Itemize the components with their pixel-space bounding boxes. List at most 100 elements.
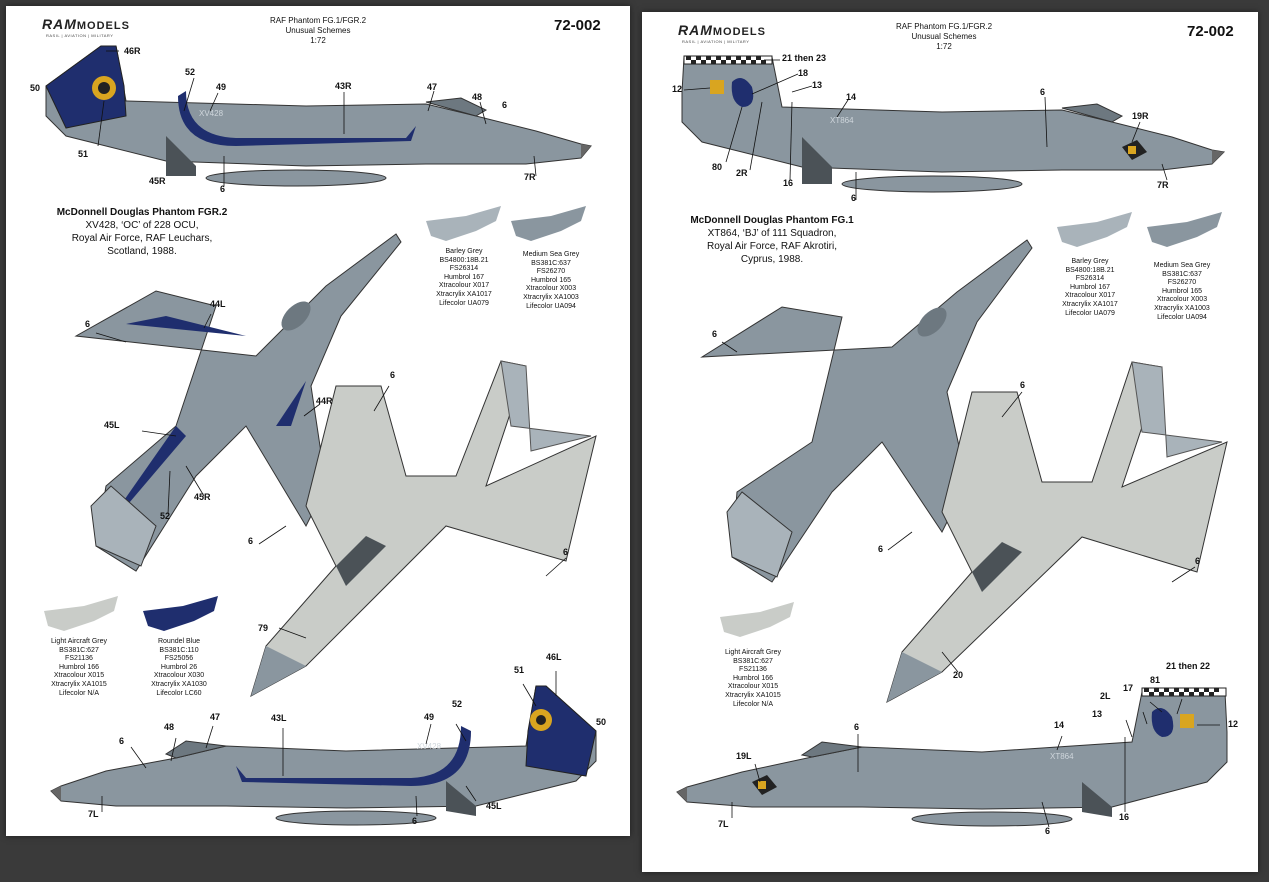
callout-lines-left — [95, 50, 567, 817]
swatch-light-aircraft-grey-silhouette — [720, 602, 794, 637]
caption-title: McDonnell Douglas Phantom FG.1 — [690, 215, 854, 226]
header-scale: 1:72 — [936, 42, 952, 51]
callout: 43R — [335, 81, 352, 91]
serial-xv428-upper: XV428 — [199, 109, 224, 118]
callout: 7L — [88, 809, 99, 819]
callout: 6 — [878, 544, 884, 554]
header-scale: 1:72 — [310, 36, 326, 45]
callout: 47 — [427, 82, 438, 92]
callout: 21 then 22 — [1166, 661, 1211, 671]
callout: 45R — [149, 176, 166, 186]
side-profile-top — [45, 45, 592, 187]
aircraft-caption: McDonnell Douglas Phantom FG.1 XT864, ‘B… — [662, 214, 882, 266]
callout: 2R — [736, 168, 748, 178]
caption-line: XT864, ‘BJ’ of 111 Squadron, — [707, 228, 837, 239]
sheet-header: RAF Phantom FG.1/FGR.2 Unusual Schemes 1… — [238, 16, 398, 46]
callout: 6 — [85, 319, 91, 329]
caption-line: Royal Air Force, RAF Leuchars, — [71, 233, 213, 244]
kit-code: 72-002 — [1187, 23, 1234, 40]
callout: 19R — [1132, 111, 1149, 121]
header-subtitle: Unusual Schemes — [911, 32, 977, 41]
callout: 6 — [502, 100, 508, 110]
callout: 81 — [1150, 675, 1161, 685]
callout: 2L — [1100, 691, 1111, 701]
plan-view-lower — [250, 360, 597, 698]
callout: 12 — [672, 84, 683, 94]
callout: 13 — [812, 80, 823, 90]
profile-drawings-left: XV428 XV428 — [44, 45, 597, 826]
swatch-medium-sea-grey-silhouette — [511, 206, 586, 241]
swatch-roundel-blue-silhouette — [143, 596, 218, 631]
callout: 79 — [258, 623, 269, 633]
callout: 6 — [1020, 380, 1026, 390]
side-profile-bottom — [676, 687, 1228, 827]
callout: 51 — [514, 665, 525, 675]
brand-logo: RAMMODELS — [42, 16, 130, 32]
callout: 48 — [164, 722, 175, 732]
callout: 16 — [783, 178, 794, 188]
caption-line: Cyprus, 1988. — [740, 254, 804, 265]
instruction-sheet-right: XT864 XT864 RAMMODELS RASIL | AVIATION |… — [642, 12, 1258, 872]
callout: 17 — [1123, 683, 1134, 693]
serial-xt864-upper: XT864 — [830, 116, 854, 125]
caption-line: Royal Air Force, RAF Akrotiri, — [706, 241, 838, 252]
callout: 6 — [119, 736, 125, 746]
swatch-light-aircraft-grey-silhouette — [44, 596, 118, 631]
callout: 13 — [1092, 709, 1103, 719]
callout: 7L — [718, 819, 729, 829]
callout: 45L — [486, 801, 502, 811]
callout: 49 — [216, 82, 227, 92]
header-title: RAF Phantom FG.1/FGR.2 — [895, 22, 993, 31]
serial-xv428-lower: XV428 — [417, 742, 442, 751]
serial-xt864-lower: XT864 — [1050, 752, 1074, 761]
callout-lines-right — [683, 59, 1220, 828]
callout: 45R — [194, 492, 211, 502]
callout: 46L — [546, 652, 562, 662]
callout: 44R — [316, 396, 333, 406]
profile-drawings-right: XT864 XT864 — [676, 55, 1228, 828]
callout: 52 — [160, 511, 171, 521]
callout: 80 — [712, 162, 723, 172]
callout: 14 — [1054, 720, 1065, 730]
callout: 52 — [185, 67, 196, 77]
callout: 14 — [846, 92, 857, 102]
callout: 47 — [210, 712, 221, 722]
callout: 6 — [563, 547, 569, 557]
callout: 16 — [1119, 812, 1130, 822]
callout: 19L — [736, 751, 752, 761]
callout: 46R — [124, 46, 141, 56]
brand-subtitle: RASIL | AVIATION | MILITARY — [46, 33, 114, 38]
callout: 6 — [712, 329, 718, 339]
callout: 6 — [412, 816, 418, 826]
callout: 6 — [1045, 826, 1051, 836]
callout: 20 — [953, 670, 964, 680]
callout: 6 — [1040, 87, 1046, 97]
callout: 50 — [30, 83, 41, 93]
caption-line: XV428, ‘OC’ of 228 OCU, — [85, 220, 199, 231]
side-profile-bottom — [50, 685, 597, 826]
brand-logo: RAMMODELS — [678, 22, 766, 38]
swatch-barley-grey-silhouette — [426, 206, 501, 241]
header-title: RAF Phantom FG.1/FGR.2 — [269, 16, 367, 25]
callout: 45L — [104, 420, 120, 430]
caption-line: Scotland, 1988. — [107, 246, 177, 257]
plan-view-lower — [886, 361, 1228, 704]
callout: 6 — [854, 722, 860, 732]
callout: 6 — [851, 193, 857, 203]
swatch-medium-sea-grey-silhouette — [1147, 212, 1222, 247]
brand-subtitle: RASIL | AVIATION | MILITARY — [682, 39, 750, 44]
aircraft-caption: McDonnell Douglas Phantom FGR.2 XV428, ‘… — [32, 206, 252, 258]
callout: 48 — [472, 92, 483, 102]
side-profile-top — [681, 55, 1226, 193]
callout: 49 — [424, 712, 435, 722]
callout: 18 — [798, 68, 809, 78]
sheet-header: RAF Phantom FG.1/FGR.2 Unusual Schemes 1… — [864, 22, 1024, 52]
callout: 6 — [248, 536, 254, 546]
instruction-sheet-left: XV428 XV428 RAMMODELS RASIL | AVIATION |… — [6, 6, 630, 836]
